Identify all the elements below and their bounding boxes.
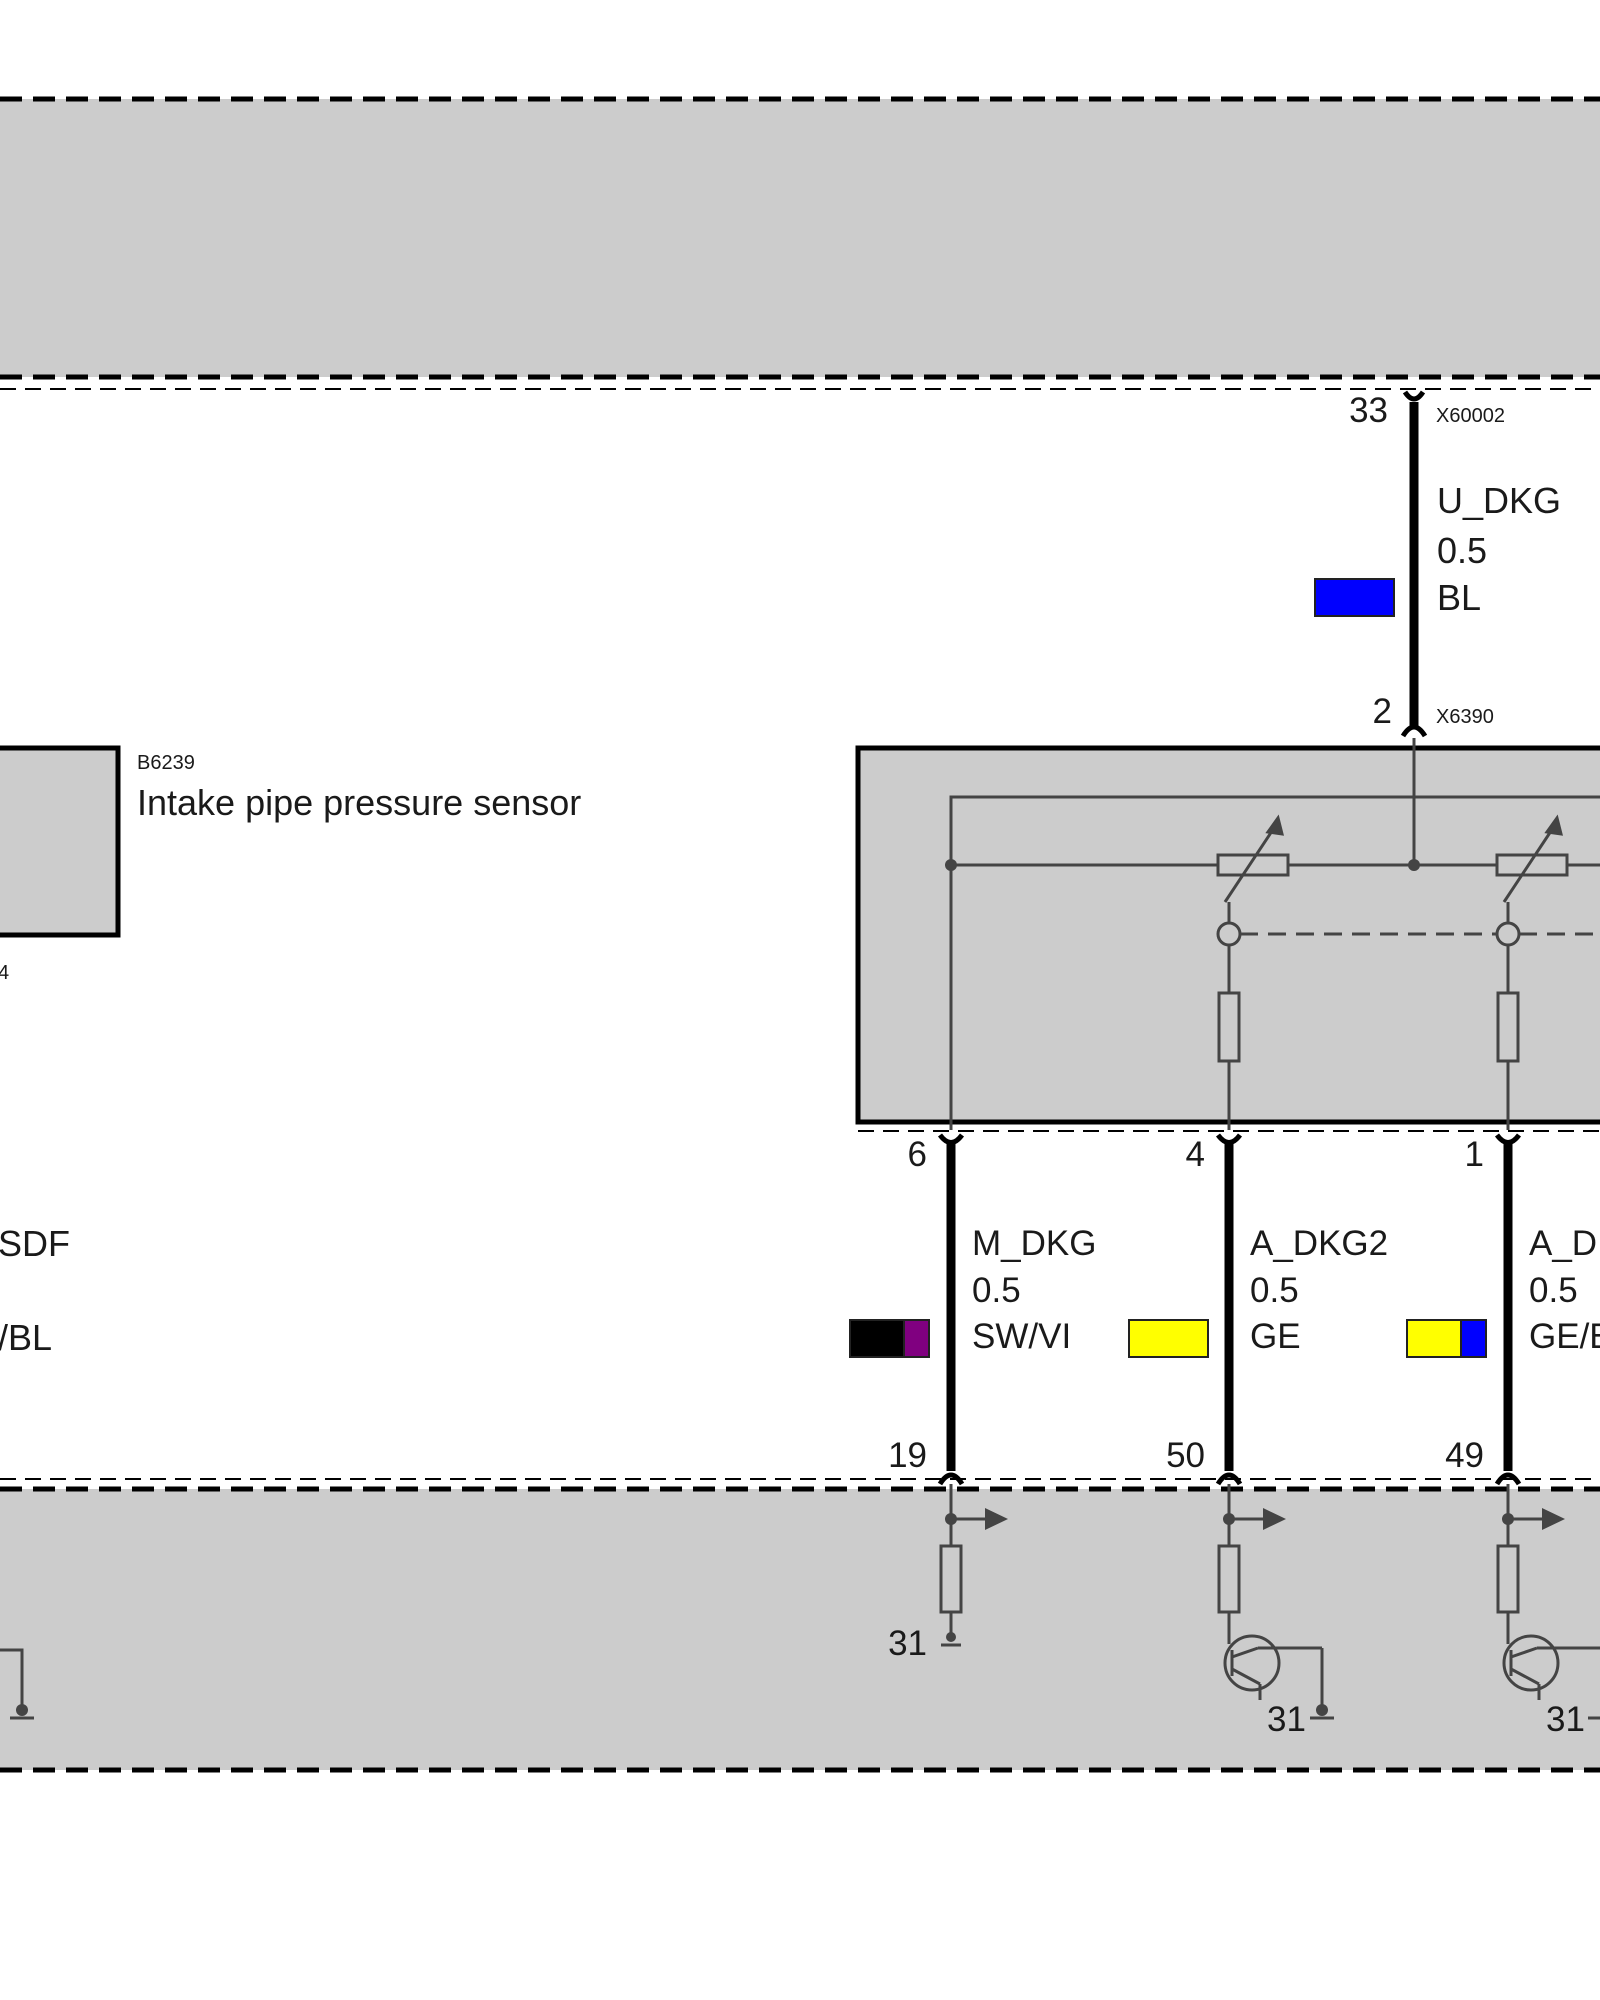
bottom-module-body[interactable] <box>0 1489 1600 1770</box>
left-wire-signal: SDF <box>0 1223 70 1264</box>
swatch-stripe <box>850 1320 904 1357</box>
connector-x60002-pin: 33 <box>1349 391 1388 430</box>
left-wire-color-code: /BL <box>0 1317 52 1358</box>
wire-u-dkg-color-code: BL <box>1437 577 1481 618</box>
wire-m-dkg-gauge: 0.5 <box>972 1271 1021 1310</box>
ground-label-m-dkg: 31 <box>888 1624 927 1663</box>
wire-a-dkg2-gauge: 0.5 <box>1250 1271 1299 1310</box>
connector-x60002-id: X60002 <box>1436 405 1505 427</box>
wire-m-dkg[interactable]: 6 19 M_DKG 0.5 SW/VI <box>849 1133 1096 1486</box>
bottom-module-arrows <box>985 1508 1565 1530</box>
swatch-border <box>1128 1319 1209 1358</box>
sensor-junction-dots <box>945 859 1420 871</box>
wire-m-dkg-color-code: SW/VI <box>972 1317 1071 1356</box>
swatch-border <box>849 1319 930 1358</box>
wire-a-dkg1-color-code: GE/BL <box>1529 1317 1600 1356</box>
wire-m-dkg-signal: M_DKG <box>972 1224 1096 1263</box>
wire-u-dkg-signal: U_DKG <box>1437 480 1561 521</box>
wire-a-dkg2-module-pin: 50 <box>1166 1436 1205 1475</box>
left-sensor-name: Intake pipe pressure sensor <box>137 782 581 823</box>
connector-x6390-cup <box>1400 724 1428 738</box>
top-module[interactable] <box>0 96 1600 390</box>
wire-a-dkg1-gauge: 0.5 <box>1529 1271 1578 1310</box>
left-sensor-pin: 4 <box>0 962 9 984</box>
wire-a-dkg1-signal: A_DKG1 <box>1529 1224 1600 1263</box>
wire-a-dkg2-sensor-pin: 4 <box>1186 1135 1205 1174</box>
connector-x6390-pin: 2 <box>1373 692 1392 731</box>
wire-u-dkg-gauge: 0.5 <box>1437 530 1487 571</box>
swatch-stripe <box>904 1320 929 1357</box>
bottom-module-dots <box>16 1513 1514 1716</box>
connector-x60002[interactable]: 33 X60002 <box>1349 390 1505 430</box>
wire-a-dkg2-signal: A_DKG2 <box>1250 1224 1388 1263</box>
wire-a-dkg1-color-swatch <box>1406 1319 1487 1358</box>
connector-x6390[interactable]: 2 X6390 <box>1373 692 1494 738</box>
wire-a-dkg1-module-pin: 49 <box>1445 1436 1484 1475</box>
left-sensor-body[interactable] <box>0 745 121 938</box>
wire-m-dkg-color-swatch <box>849 1319 930 1358</box>
sensor-internal-circuit <box>949 738 1600 1130</box>
ground-label-a-dkg1: 31 <box>1546 1700 1585 1739</box>
ground-labels: 31 31 31 <box>888 1624 1585 1739</box>
swatch-fill <box>1129 1320 1208 1357</box>
left-wire-partial[interactable]: SDF /BL <box>0 1223 70 1358</box>
swatch-border <box>1406 1319 1487 1358</box>
bottom-module-internal <box>0 1484 1600 1720</box>
swatch-fill <box>1315 579 1394 616</box>
wire-u-dkg-color-swatch <box>1314 578 1395 617</box>
wire-m-dkg-sensor-pin: 6 <box>908 1135 927 1174</box>
wire-u-dkg[interactable]: U_DKG 0.5 BL <box>1314 402 1561 728</box>
ground-label-a-dkg2: 31 <box>1267 1700 1306 1739</box>
left-sensor-b6239[interactable]: B6239 Intake pipe pressure sensor 4 <box>0 745 581 984</box>
wire-a-dkg1-sensor-pin: 1 <box>1465 1135 1484 1174</box>
wire-a-dkg1[interactable]: 1 49 A_DKG1 0.5 GE/BL <box>1406 1133 1600 1486</box>
right-sensor[interactable] <box>855 738 1600 1132</box>
bottom-module[interactable] <box>0 1478 1600 1773</box>
swatch-stripe <box>1407 1320 1461 1357</box>
left-sensor-id: B6239 <box>137 752 195 774</box>
swatch-border <box>1314 578 1395 617</box>
wire-a-dkg2-color-code: GE <box>1250 1317 1301 1356</box>
top-module-body[interactable] <box>0 99 1600 377</box>
wire-m-dkg-module-pin: 19 <box>888 1436 927 1475</box>
connector-x6390-id: X6390 <box>1436 706 1494 728</box>
connector-x60002-cup <box>1402 390 1426 402</box>
wire-a-dkg2[interactable]: 4 50 A_DKG2 0.5 GE <box>1128 1133 1388 1486</box>
swatch-stripe <box>1461 1320 1486 1357</box>
wire-a-dkg2-color-swatch <box>1128 1319 1209 1358</box>
